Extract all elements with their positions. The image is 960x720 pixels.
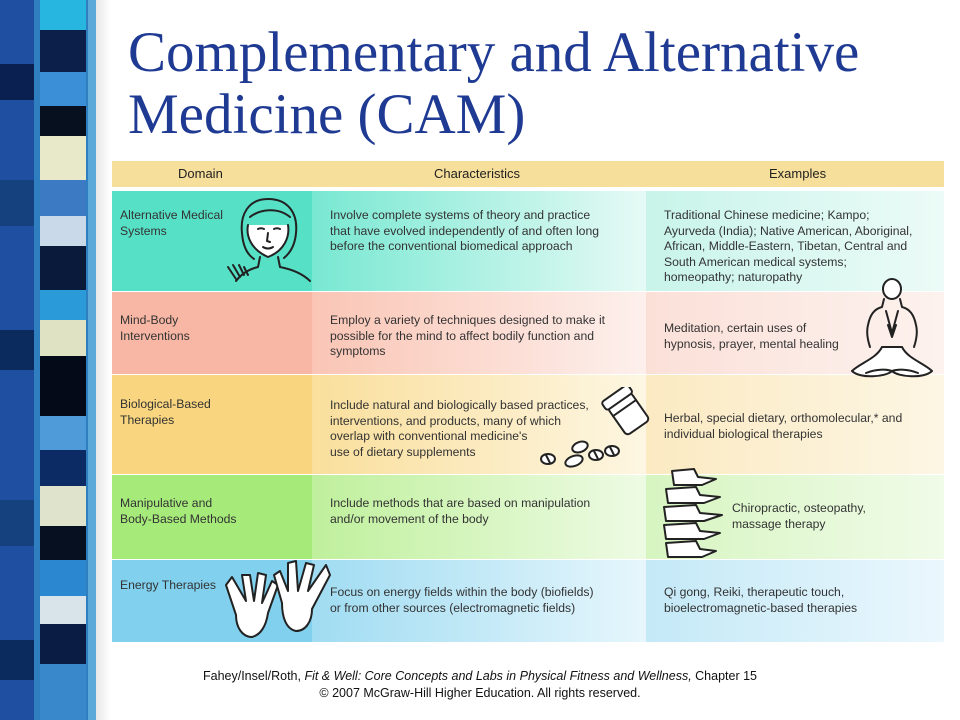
acupuncture-face-icon bbox=[227, 198, 311, 282]
strip-shadow bbox=[96, 0, 110, 720]
characteristics-cell: Employ a variety of techniques designed … bbox=[312, 292, 646, 374]
characteristics-text: Employ a variety of techniques designed … bbox=[330, 313, 606, 359]
examples-text: Meditation, certain uses of hypnosis, pr… bbox=[664, 321, 839, 351]
table-row: Biological-Based Therapies Include natur… bbox=[112, 375, 944, 474]
characteristics-cell: Include methods that are based on manipu… bbox=[312, 475, 646, 559]
footer-authors: Fahey/Insel/Roth, bbox=[203, 669, 305, 683]
slide-footer: Fahey/Insel/Roth, Fit & Well: Core Conce… bbox=[0, 668, 960, 702]
characteristics-text: Include natural and biologically based p… bbox=[330, 398, 589, 459]
footer-citation: Fahey/Insel/Roth, Fit & Well: Core Conce… bbox=[0, 668, 960, 685]
examples-cell: Traditional Chinese medicine; Kampo; Ayu… bbox=[646, 191, 944, 291]
characteristics-cell: Focus on energy fields within the body (… bbox=[312, 560, 646, 642]
examples-text: Qi gong, Reiki, therapeutic touch, bioel… bbox=[664, 585, 858, 615]
examples-text: Traditional Chinese medicine; Kampo; Ayu… bbox=[664, 208, 913, 285]
meditating-figure-icon bbox=[851, 278, 933, 378]
footer-chapter: Chapter 15 bbox=[691, 669, 757, 683]
slide-title: Complementary and Alternative Medicine (… bbox=[128, 21, 860, 146]
characteristics-text: Focus on energy fields within the body (… bbox=[330, 585, 594, 615]
table-header: Domain Characteristics Examples bbox=[112, 161, 944, 187]
table-row: Mind-Body Interventions Employ a variety… bbox=[112, 292, 944, 374]
decorative-left-strip bbox=[0, 0, 108, 720]
domain-text: Energy Therapies bbox=[120, 578, 216, 592]
domain-text: Manipulative and Body-Based Methods bbox=[120, 496, 237, 526]
domain-text: Mind-Body Interventions bbox=[120, 313, 190, 343]
header-domain: Domain bbox=[178, 166, 223, 181]
pill-bottle-icon bbox=[540, 387, 650, 468]
examples-cell: Qi gong, Reiki, therapeutic touch, bioel… bbox=[646, 560, 944, 642]
examples-cell: Herbal, special dietary, orthomolecular,… bbox=[646, 375, 944, 474]
domain-cell: Biological-Based Therapies bbox=[112, 375, 312, 474]
spine-icon bbox=[663, 468, 723, 558]
domain-cell: Mind-Body Interventions bbox=[112, 292, 312, 374]
examples-text: Chiropractic, osteopathy, massage therap… bbox=[732, 501, 866, 531]
footer-book-title: Fit & Well: Core Concepts and Labs in Ph… bbox=[304, 669, 692, 683]
table-row: Alternative Medical Systems Involve comp… bbox=[112, 191, 944, 291]
header-examples: Examples bbox=[769, 166, 827, 181]
domain-cell: Manipulative and Body-Based Methods bbox=[112, 475, 312, 559]
domain-text: Biological-Based Therapies bbox=[120, 397, 211, 427]
domain-text: Alternative Medical Systems bbox=[120, 208, 223, 238]
characteristics-cell: Include natural and biologically based p… bbox=[312, 375, 646, 474]
header-characteristics: Characteristics bbox=[434, 166, 520, 181]
examples-text: Herbal, special dietary, orthomolecular,… bbox=[664, 411, 903, 441]
characteristics-cell: Involve complete systems of theory and p… bbox=[312, 191, 646, 291]
table-row: Manipulative and Body-Based Methods Incl… bbox=[112, 475, 944, 559]
cam-domains-table: Domain Characteristics Examples Alternat… bbox=[112, 161, 944, 642]
characteristics-text: Involve complete systems of theory and p… bbox=[330, 208, 600, 254]
footer-copyright: © 2007 McGraw-Hill Higher Education. All… bbox=[319, 686, 641, 700]
hands-icon bbox=[225, 560, 331, 638]
characteristics-text: Include methods that are based on manipu… bbox=[330, 496, 591, 526]
